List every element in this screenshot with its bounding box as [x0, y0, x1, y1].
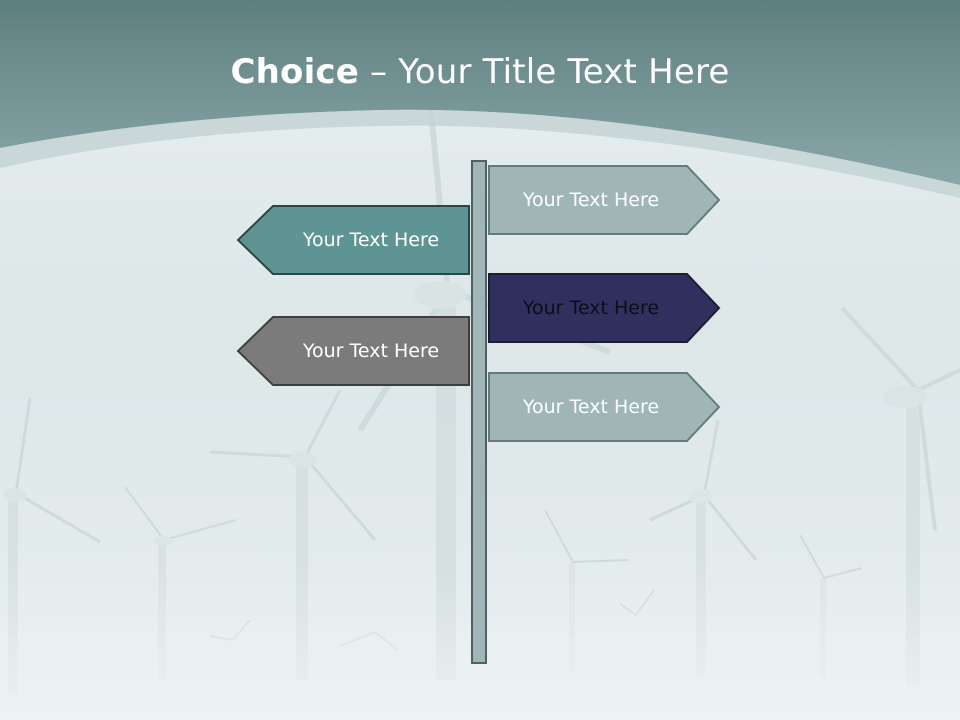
sign-left-1-shape [236, 205, 470, 275]
arrow-right-shape [488, 273, 721, 343]
sign-right-1: Your Text Here [487, 164, 723, 236]
arrow-right-shape [488, 165, 721, 235]
sign-right-3: Your Text Here [487, 371, 723, 443]
sign-left-1: Your Text Here [235, 204, 471, 276]
signpost-pole [471, 160, 487, 664]
sign-label: Your Text Here [302, 229, 440, 251]
sign-left-2-shape [236, 316, 470, 386]
sign-label: Your Text Here [522, 189, 660, 211]
title-bold: Choice [230, 52, 360, 92]
arrow-left-shape [236, 316, 470, 386]
sign-label: Your Text Here [522, 297, 660, 319]
sign-label: Your Text Here [302, 340, 440, 362]
arrow-right-shape [488, 372, 721, 442]
sign-right-2: Your Text Here [487, 272, 723, 344]
title-rest: – Your Title Text Here [359, 52, 730, 92]
arrow-left-shape [236, 205, 470, 275]
sign-right-3-shape [488, 372, 721, 442]
sign-left-2: Your Text Here [235, 315, 471, 387]
sign-right-2-shape [488, 273, 721, 343]
sign-label: Your Text Here [522, 396, 660, 418]
sign-right-1-shape [488, 165, 721, 235]
slide-title: Choice – Your Title Text Here [0, 52, 960, 92]
